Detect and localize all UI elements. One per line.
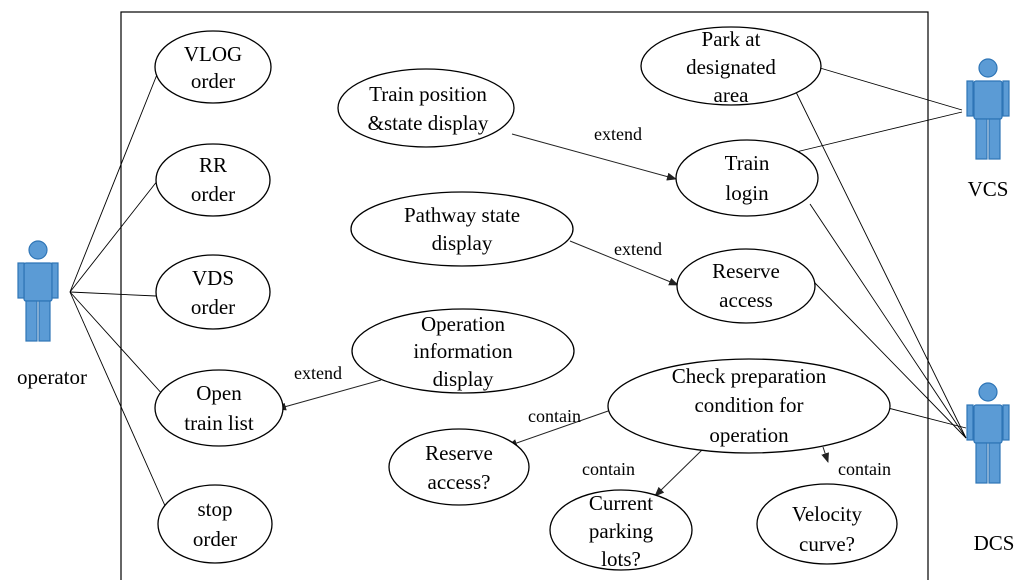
use-case-stop-order-line2: order (193, 527, 237, 551)
use-case-current-parking-lots[interactable]: Current parking lots? (549, 489, 693, 571)
assoc-dcs-park (795, 91, 967, 439)
use-case-vlog-order-line2: order (191, 69, 235, 93)
assoc-operator-vds (69, 291, 157, 297)
use-case-current-parking-lots-line3: lots? (601, 547, 641, 571)
actor-operator[interactable]: operator (17, 240, 87, 389)
use-case-rr-order-line1: RR (199, 153, 227, 177)
use-case-reserve-access-q-line2: access? (428, 470, 491, 494)
arrow-extend-train-login (511, 133, 677, 181)
use-case-rr-order[interactable]: RR order (155, 143, 271, 217)
label-contain-reserve-access-q: contain (528, 406, 581, 426)
use-case-vlog-order-line1: VLOG (184, 42, 242, 66)
person-icon (17, 240, 59, 342)
use-case-rr-order-line2: order (191, 182, 235, 206)
assoc-vcs-park (819, 67, 963, 111)
dependency-arrows (276, 133, 829, 497)
actor-operator-label: operator (17, 365, 87, 389)
use-case-operation-information-display-line2: information (413, 339, 513, 363)
label-extend-open-train-list: extend (294, 363, 342, 383)
label-extend-reserve-access: extend (614, 239, 662, 259)
arrow-extend-open-train-list (276, 379, 382, 411)
assoc-dcs-reserve-access (813, 281, 967, 439)
vcs-associations (795, 67, 963, 153)
assoc-operator-vlog (69, 71, 159, 293)
use-case-reserve-access-q[interactable]: Reserve access? (388, 428, 530, 506)
use-case-pathway-state-display-line1: Pathway state (404, 203, 520, 227)
use-case-train-position-display[interactable]: Train position &state display (337, 68, 515, 148)
use-case-open-train-list[interactable]: Open train list (154, 369, 284, 447)
system-boundary (120, 11, 929, 580)
person-icon (966, 382, 1010, 484)
use-case-vds-order-line1: VDS (192, 266, 234, 290)
use-case-current-parking-lots-line2: parking (589, 519, 654, 543)
arrow-contain-velocity-curve (821, 446, 829, 463)
use-case-velocity-curve-line2: curve? (799, 532, 855, 556)
use-case-stop-order-line1: stop (197, 497, 232, 521)
relation-labels: extend extend extend contain contain con… (294, 124, 891, 479)
arrow-contain-reserve-access-q (507, 409, 612, 447)
use-case-reserve-access-line1: Reserve (712, 259, 780, 283)
use-case-vds-order-line2: order (191, 295, 235, 319)
use-case-train-position-display-line2: &state display (368, 111, 489, 135)
assoc-operator-stop (69, 291, 167, 509)
arrow-extend-reserve-access (569, 240, 679, 286)
use-case-train-login[interactable]: Train login (675, 139, 819, 217)
label-contain-current-parking-lots: contain (582, 459, 635, 479)
use-case-open-train-list-line2: train list (184, 411, 254, 435)
use-case-open-train-list-line1: Open (196, 381, 242, 405)
operator-associations (69, 71, 167, 509)
use-case-pathway-state-display[interactable]: Pathway state display (350, 191, 574, 267)
use-case-check-preparation-line3: operation (709, 423, 789, 447)
actor-dcs-label: DCS (974, 531, 1015, 555)
actor-vcs-label: VCS (968, 177, 1009, 201)
assoc-operator-open-train-list (69, 291, 165, 397)
use-case-park-line1: Park at (702, 27, 761, 51)
use-case-check-preparation-line1: Check preparation (672, 364, 827, 388)
use-case-velocity-curve[interactable]: Velocity curve? (756, 483, 898, 565)
assoc-operator-rr (69, 179, 159, 293)
use-case-train-login-line1: Train (725, 151, 770, 175)
person-icon (966, 58, 1010, 160)
use-case-train-login-line2: login (725, 181, 769, 205)
use-case-current-parking-lots-line1: Current (589, 491, 653, 515)
use-case-operation-information-display[interactable]: Operation information display (351, 308, 575, 394)
use-case-operation-information-display-line3: display (433, 367, 494, 391)
use-case-park-at-designated-area[interactable]: Park at designated area (640, 26, 822, 107)
assoc-dcs-train-login (809, 203, 967, 439)
use-case-park-line3: area (714, 83, 750, 107)
use-case-reserve-access-q-line1: Reserve (425, 441, 493, 465)
use-case-vds-order[interactable]: VDS order (155, 254, 271, 330)
use-case-reserve-access[interactable]: Reserve access (676, 248, 816, 324)
dcs-associations (795, 91, 967, 439)
use-case-pathway-state-display-line2: display (432, 231, 493, 255)
use-case-velocity-curve-line1: Velocity (792, 502, 862, 526)
use-case-vlog-order[interactable]: VLOG order (154, 30, 272, 104)
use-case-reserve-access-line2: access (719, 288, 773, 312)
label-extend-train-login: extend (594, 124, 642, 144)
assoc-dcs-check-preparation (887, 407, 967, 429)
actor-vcs[interactable]: VCS (966, 58, 1010, 201)
arrow-contain-current-parking-lots (654, 449, 703, 497)
use-case-train-position-display-line1: Train position (369, 82, 487, 106)
assoc-vcs-train-login (795, 111, 963, 153)
label-contain-velocity-curve: contain (838, 459, 891, 479)
use-case-operation-information-display-line1: Operation (421, 312, 505, 336)
use-case-park-line2: designated (686, 55, 776, 79)
use-case-stop-order[interactable]: stop order (157, 484, 273, 564)
use-case-check-preparation-condition[interactable]: Check preparation condition for operatio… (607, 358, 891, 454)
actor-dcs[interactable]: DCS (966, 382, 1015, 555)
use-case-check-preparation-line2: condition for (694, 393, 803, 417)
